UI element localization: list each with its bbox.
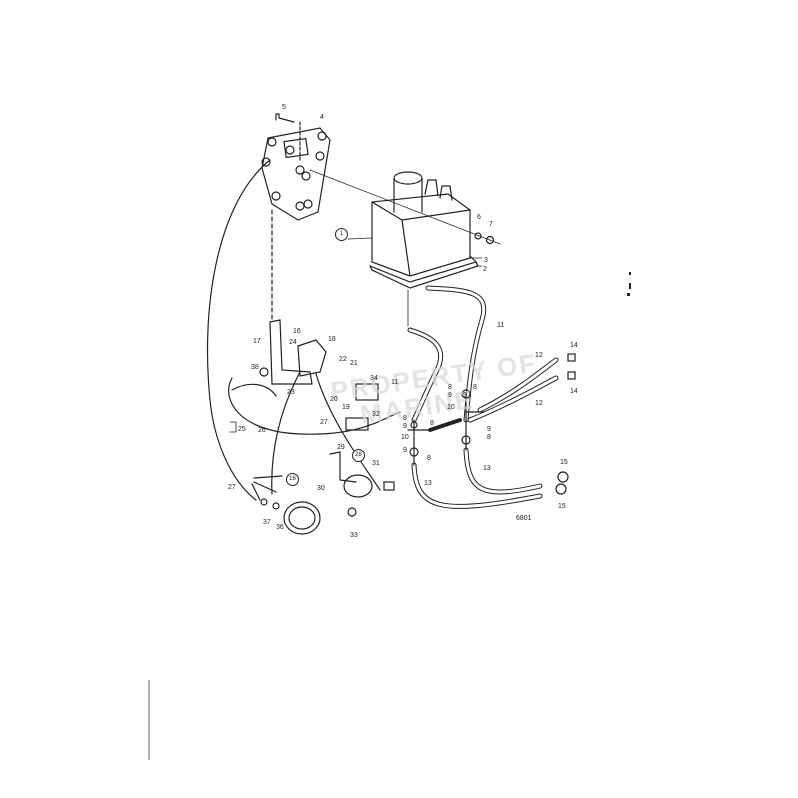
callout-11: 11 <box>497 322 505 329</box>
callout-27: 27 <box>320 419 328 426</box>
callout-15: 15 <box>558 503 566 510</box>
callout-33: 33 <box>350 532 358 539</box>
callout-8: 8 <box>403 415 407 422</box>
callout-10: 10 <box>447 404 455 411</box>
callout-10: 10 <box>401 434 409 441</box>
callout-4: 4 <box>320 114 324 121</box>
mounting-bracket <box>261 127 331 221</box>
callout-2: 2 <box>483 266 487 273</box>
callout-15: 15 <box>560 459 568 466</box>
callout-9: 9 <box>448 392 452 399</box>
callout-16: 16 <box>293 328 301 335</box>
callout-31: 31 <box>372 460 380 467</box>
callout-30: 30 <box>317 485 325 492</box>
callout-9: 9 <box>403 447 407 454</box>
callout-5: 5 <box>282 104 286 111</box>
callout-13: 13 <box>424 480 432 487</box>
callout-18: 18 <box>328 336 336 343</box>
callout-32: 32 <box>372 411 380 418</box>
callout-12: 12 <box>535 352 543 359</box>
callout-19: 19 <box>342 404 350 411</box>
callout-17: 17 <box>253 338 261 345</box>
callout-23: 23 <box>287 389 295 396</box>
callout-24: 24 <box>289 339 297 346</box>
callout-29: 29 <box>337 444 345 451</box>
callout-22: 22 <box>339 356 347 363</box>
callout-16: 16 <box>286 473 299 486</box>
callout-21: 21 <box>350 360 358 367</box>
callout-6: 6 <box>477 214 481 221</box>
callout-27: 27 <box>228 484 236 491</box>
callout-8: 8 <box>427 455 431 462</box>
callout-14: 14 <box>570 342 578 349</box>
callout-25: 25 <box>238 426 246 433</box>
callout-11: 11 <box>391 379 399 386</box>
callout-3: 3 <box>484 257 488 264</box>
callout-20: 20 <box>330 396 338 403</box>
callout-13: 13 <box>483 465 491 472</box>
callout-9: 9 <box>463 392 467 399</box>
callout-1: 1 <box>335 228 348 241</box>
callout-9: 9 <box>403 423 407 430</box>
callout-14: 14 <box>570 388 578 395</box>
callout-34: 34 <box>370 375 378 382</box>
callout-28: 28 <box>352 449 365 462</box>
callout-38: 38 <box>251 364 259 371</box>
callout-7: 7 <box>489 221 493 228</box>
callout-36: 36 <box>276 524 284 531</box>
callout-8: 8 <box>487 434 491 441</box>
callout-37: 37 <box>263 519 271 526</box>
callout-12: 12 <box>535 400 543 407</box>
callout-8: 8 <box>448 384 452 391</box>
callout-9: 9 <box>487 426 491 433</box>
callout-8: 8 <box>473 384 477 391</box>
drawing-number: 6801 <box>516 515 532 522</box>
hydraulic-unit <box>371 193 471 277</box>
callout-26: 26 <box>258 427 266 434</box>
callout-8: 8 <box>430 420 434 427</box>
